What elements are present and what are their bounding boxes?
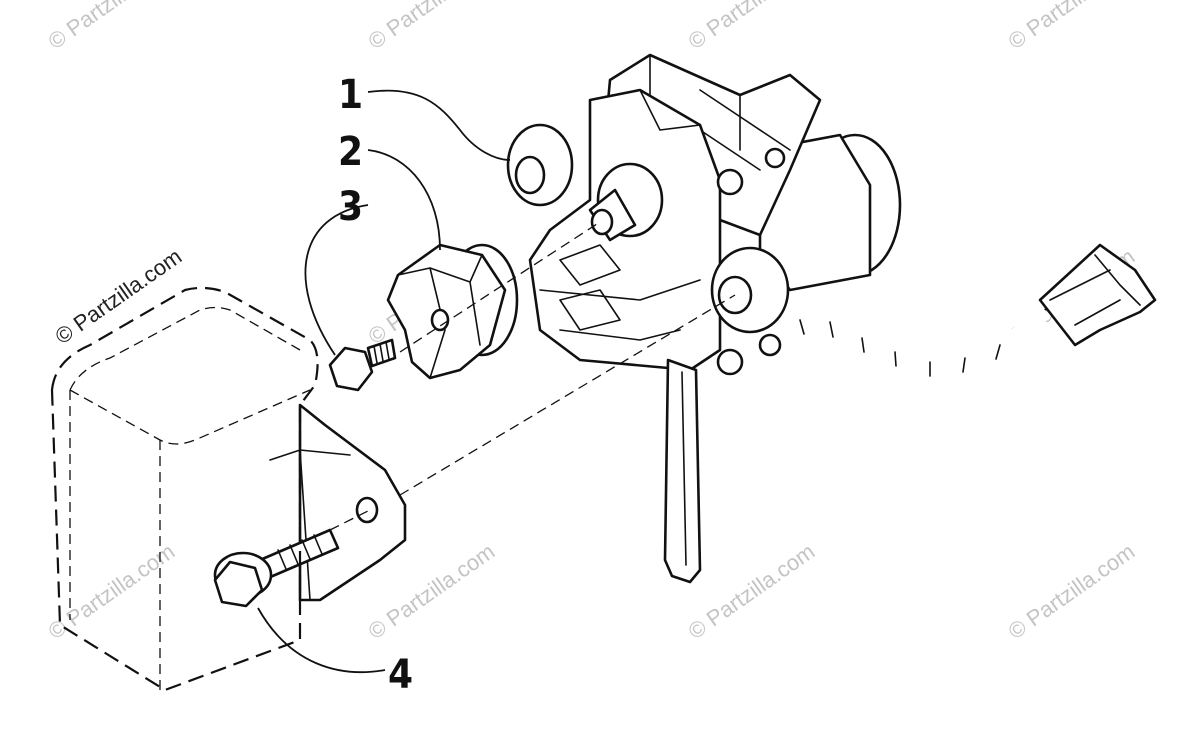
cover-outline xyxy=(50,286,319,692)
watermark: © Partzilla.com xyxy=(684,0,820,54)
watermark: © Partzilla.com xyxy=(1004,0,1140,54)
watermark: © Partzilla.com xyxy=(1004,539,1140,645)
watermark: © Partzilla.com xyxy=(364,0,500,54)
leader-lines xyxy=(257,89,511,674)
copyright-text: © Partzilla.com xyxy=(51,244,187,350)
callout-4: 4 xyxy=(388,652,413,698)
small-bolt xyxy=(328,338,397,392)
servo-motor-assembly xyxy=(506,53,1157,584)
alignment-lines xyxy=(329,221,736,531)
watermark: © Partzilla.com xyxy=(44,0,180,54)
callout-1: 1 xyxy=(338,72,363,118)
watermark: © Partzilla.com xyxy=(684,539,820,645)
bracket-and-bolt xyxy=(213,403,407,608)
callout-3: 3 xyxy=(338,184,363,230)
pulley-coupler xyxy=(386,243,519,380)
callout-2: 2 xyxy=(338,129,363,175)
